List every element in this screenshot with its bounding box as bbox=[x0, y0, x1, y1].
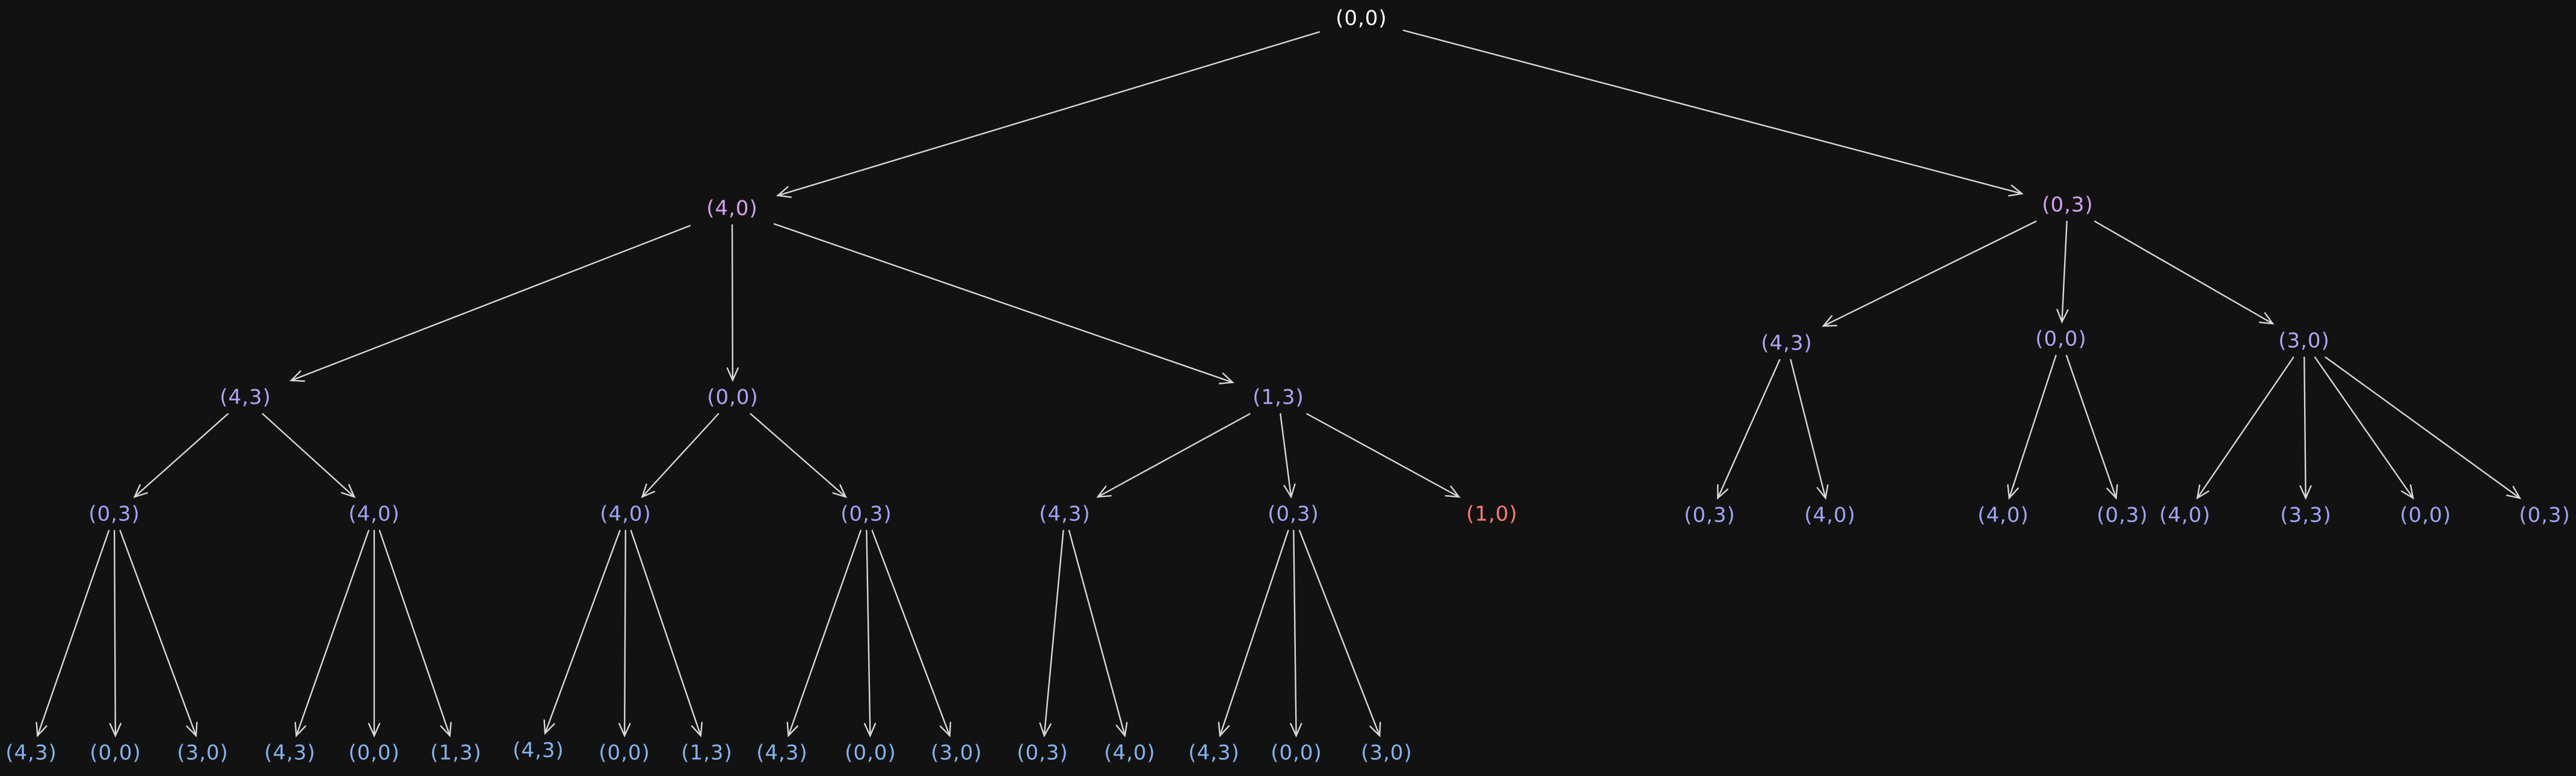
edge-n22-n222 bbox=[2065, 354, 2118, 500]
node-n21: (4,3) bbox=[1761, 331, 1813, 356]
node-n233: (0,0) bbox=[2400, 503, 2451, 528]
node-n1113: (3,0) bbox=[177, 741, 229, 765]
edge-n2-n23 bbox=[2094, 220, 2275, 325]
edge-n1-n13 bbox=[773, 223, 1234, 384]
edge-n1-n12 bbox=[726, 224, 739, 382]
edge-n12-n121 bbox=[641, 413, 719, 499]
node-n22: (0,0) bbox=[2035, 327, 2087, 351]
node-n211: (0,3) bbox=[1684, 503, 1736, 528]
edge-n121-n1213 bbox=[630, 529, 703, 738]
node-n1123: (1,3) bbox=[430, 741, 482, 765]
node-n1: (4,0) bbox=[706, 197, 758, 221]
node-n12: (0,0) bbox=[707, 386, 759, 410]
edge-n2-n21 bbox=[1822, 220, 2037, 327]
node-n231: (4,0) bbox=[2159, 503, 2211, 528]
edge-n0-n2 bbox=[1402, 29, 2024, 197]
node-n1223: (3,0) bbox=[931, 741, 982, 765]
edge-n132-n1323 bbox=[1298, 529, 1381, 738]
edge-n1-n11 bbox=[289, 224, 691, 382]
edge-n121-n1212 bbox=[618, 529, 631, 738]
edge-n112-n1123 bbox=[378, 529, 452, 738]
edge-n23-n231 bbox=[2196, 356, 2294, 500]
edge-n122-n1223 bbox=[871, 529, 952, 738]
edge-n132-n1321 bbox=[1218, 529, 1289, 738]
edge-n132-n1322 bbox=[1290, 529, 1302, 738]
node-n122: (0,3) bbox=[840, 502, 892, 526]
node-n234: (0,3) bbox=[2519, 503, 2571, 528]
node-n132: (0,3) bbox=[1268, 502, 1319, 526]
edge-n121-n1211 bbox=[543, 529, 621, 735]
edge-n12-n122 bbox=[750, 413, 847, 498]
node-n1221: (4,3) bbox=[756, 741, 808, 765]
edge-n11-n111 bbox=[133, 413, 229, 498]
node-n11: (4,3) bbox=[220, 386, 271, 410]
edge-n21-n212 bbox=[1790, 359, 1829, 500]
edge-n131-n1311 bbox=[1039, 529, 1064, 738]
node-n1222: (0,0) bbox=[845, 741, 896, 765]
edge-n122-n1222 bbox=[863, 529, 877, 738]
tree-nodes: (0,0) (4,0) (4,3) (0,3) (4,3) (0,0) (3,0) (4,0)… bbox=[5, 7, 2571, 765]
edge-n112-n1121 bbox=[294, 529, 370, 738]
node-n1213: (1,3) bbox=[681, 741, 733, 765]
edge-n131-n1312 bbox=[1068, 529, 1128, 738]
node-n221: (4,0) bbox=[1977, 503, 2029, 528]
node-n1312: (4,0) bbox=[1104, 741, 1156, 765]
node-n1112: (0,0) bbox=[90, 741, 141, 765]
node-n0: (0,0) bbox=[1336, 7, 1387, 31]
edge-n111-n1111 bbox=[35, 529, 110, 738]
node-n1121: (4,3) bbox=[264, 741, 316, 765]
edge-n2-n22 bbox=[2056, 220, 2069, 324]
node-n1111: (4,3) bbox=[5, 741, 57, 765]
node-n1122: (0,0) bbox=[348, 741, 400, 765]
node-n232: (3,3) bbox=[2280, 503, 2332, 528]
edge-n0-n1 bbox=[776, 31, 1320, 199]
node-n222: (0,3) bbox=[2097, 503, 2148, 528]
node-n1321: (4,3) bbox=[1188, 741, 1240, 765]
edge-n11-n112 bbox=[262, 413, 356, 498]
node-n121: (4,0) bbox=[600, 502, 652, 526]
node-n133: (1,0) bbox=[1466, 502, 1518, 526]
node-n1211: (4,3) bbox=[513, 739, 564, 763]
node-n212: (4,0) bbox=[1804, 503, 1856, 528]
edge-n13-n133 bbox=[1306, 413, 1461, 498]
edge-n112-n1122 bbox=[368, 529, 381, 738]
node-n1323: (3,0) bbox=[1361, 741, 1413, 765]
edge-n22-n221 bbox=[2007, 354, 2057, 500]
edge-n23-n234 bbox=[2325, 356, 2522, 499]
node-n23: (3,0) bbox=[2278, 329, 2330, 353]
edge-n13-n132 bbox=[1280, 413, 1296, 499]
tree-edges bbox=[35, 29, 2522, 738]
edge-n111-n1112 bbox=[109, 529, 122, 738]
edge-n111-n1113 bbox=[119, 529, 198, 738]
edge-n13-n131 bbox=[1096, 413, 1251, 498]
node-n131: (4,3) bbox=[1039, 502, 1091, 526]
node-n112: (4,0) bbox=[348, 502, 400, 526]
node-n2: (0,3) bbox=[2042, 193, 2094, 217]
edge-n23-n233 bbox=[2314, 356, 2414, 500]
edge-n122-n1221 bbox=[786, 529, 862, 738]
node-n111: (0,3) bbox=[88, 502, 140, 526]
edge-n23-n232 bbox=[2299, 356, 2312, 500]
node-n1212: (0,0) bbox=[599, 741, 650, 765]
edge-n21-n211 bbox=[1717, 359, 1781, 500]
node-n1322: (0,0) bbox=[1271, 741, 1322, 765]
node-n13: (1,3) bbox=[1253, 386, 1304, 410]
node-n1311: (0,3) bbox=[1017, 741, 1068, 765]
